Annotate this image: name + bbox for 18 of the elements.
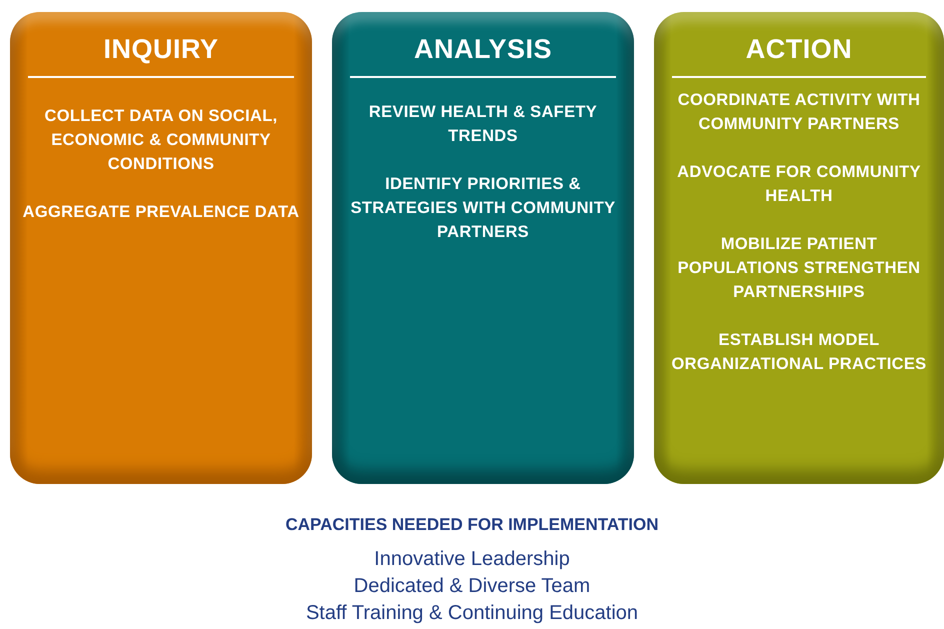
process-card — [332, 12, 634, 484]
capacity-item: Staff Training & Continuing Education — [306, 601, 638, 626]
card-item: ESTABLISH MODEL ORGANIZATIONAL PRACTICES — [670, 330, 928, 375]
card-item: ADVOCATE FOR COMMUNITY HEALTH — [676, 162, 922, 207]
capacity-item: Dedicated & Diverse Team — [354, 574, 590, 599]
process-card — [10, 12, 312, 484]
card-heading: INQUIRY — [102, 34, 220, 64]
card-item: COLLECT DATA ON SOCIAL, ECONOMIC & COMMUNITY CONDITIONS — [44, 106, 278, 175]
card-item: IDENTIFY PRIORITIES & STRATEGIES WITH COMMUNITY PARTNERS — [350, 174, 616, 243]
card-item: COORDINATE ACTIVITY WITH COMMUNITY PARTNERS — [676, 90, 922, 135]
process-card — [654, 12, 944, 484]
capacity-item: Innovative Leadership — [374, 547, 570, 572]
card-item: REVIEW HEALTH & SAFETY TRENDS — [368, 102, 598, 147]
card-item: AGGREGATE PREVALENCE DATA — [22, 202, 300, 223]
card-heading: ACTION — [744, 34, 854, 64]
card-item: MOBILIZE PATIENT POPULATIONS STRENGTHEN PARTNERSHIPS — [676, 234, 922, 303]
section-heading: CAPACITIES NEEDED FOR IMPLEMENTATION — [285, 514, 659, 536]
card-heading: ANALYSIS — [412, 34, 554, 64]
